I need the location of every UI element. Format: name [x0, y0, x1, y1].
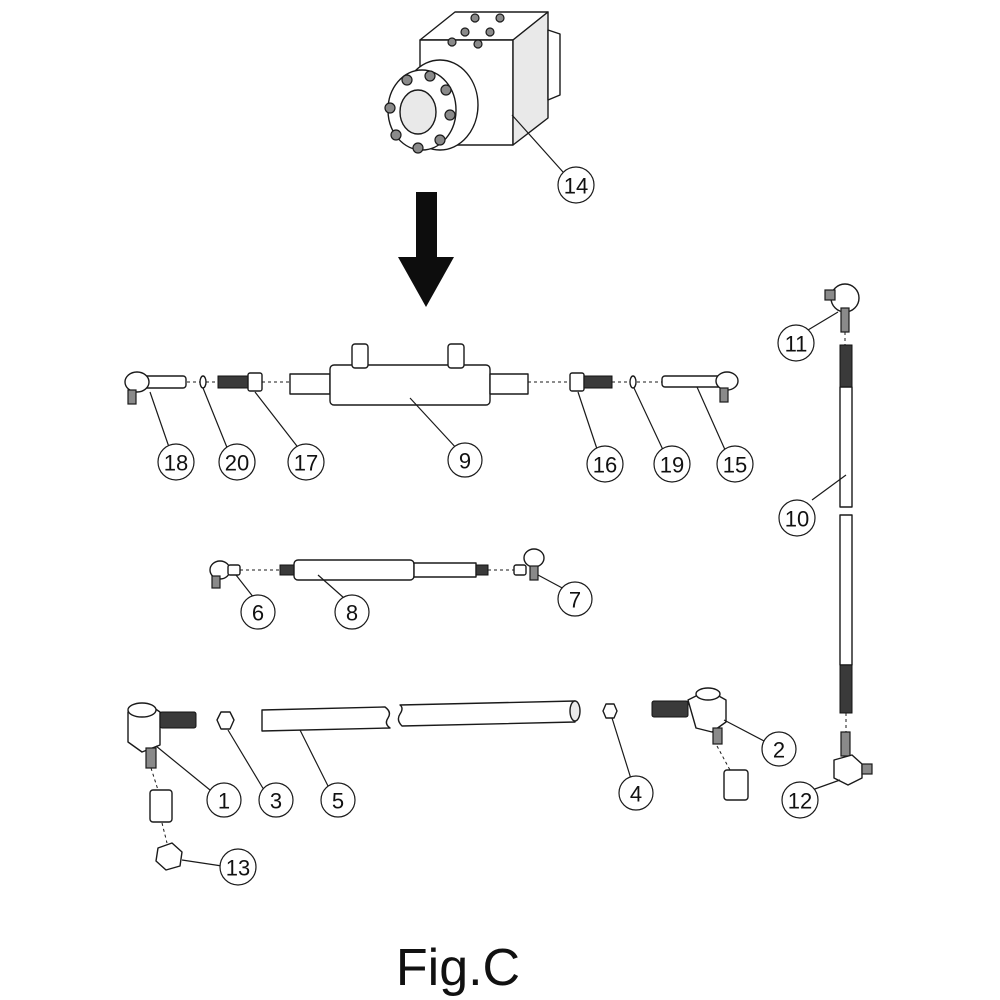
callout-label-12: 12	[788, 789, 812, 814]
callout-6: 6	[240, 594, 276, 630]
callout-label-17: 17	[294, 451, 318, 476]
callout-20: 20	[218, 443, 256, 481]
callout-15: 15	[716, 445, 754, 483]
callout-label-20: 20	[225, 451, 249, 476]
callout-label-1: 1	[218, 789, 230, 814]
callout-label-15: 15	[723, 453, 747, 478]
steering-unit-part	[384, 11, 564, 173]
callout-7: 7	[557, 581, 593, 617]
callout-11: 11	[777, 324, 815, 362]
callout-14: 14	[557, 166, 595, 204]
callout-9: 9	[447, 442, 483, 478]
callout-label-3: 3	[270, 789, 282, 814]
callout-label-2: 2	[773, 738, 785, 763]
callout-16: 16	[586, 445, 624, 483]
callout-4: 4	[618, 775, 654, 811]
callout-5: 5	[320, 782, 356, 818]
callout-10: 10	[778, 499, 816, 537]
callout-label-8: 8	[346, 601, 358, 626]
callout-label-11: 11	[785, 332, 808, 357]
callout-13: 13	[219, 848, 257, 886]
callout-label-7: 7	[569, 588, 581, 613]
callout-label-4: 4	[630, 782, 642, 807]
callout-1: 1	[206, 782, 242, 818]
callout-18: 18	[157, 443, 195, 481]
callout-label-19: 19	[660, 453, 684, 478]
callout-label-5: 5	[332, 789, 344, 814]
hydraulic-cylinder-row	[124, 343, 739, 453]
callout-8: 8	[334, 594, 370, 630]
callout-17: 17	[287, 443, 325, 481]
callout-19: 19	[653, 445, 691, 483]
callout-12: 12	[781, 781, 819, 819]
callout-2: 2	[761, 731, 797, 767]
callout-label-16: 16	[593, 453, 617, 478]
callout-3: 3	[258, 782, 294, 818]
callout-label-10: 10	[785, 507, 809, 532]
down-arrow-icon	[398, 192, 454, 307]
drag-link-row	[127, 687, 767, 871]
callout-label-9: 9	[459, 449, 471, 474]
callout-label-14: 14	[564, 174, 588, 199]
vertical-rod-assembly	[807, 283, 873, 791]
callout-label-18: 18	[164, 451, 188, 476]
callout-label-6: 6	[252, 601, 264, 626]
callout-label-13: 13	[226, 856, 250, 881]
figure-caption: Fig.C	[396, 939, 520, 997]
tie-rod-row	[209, 548, 567, 599]
